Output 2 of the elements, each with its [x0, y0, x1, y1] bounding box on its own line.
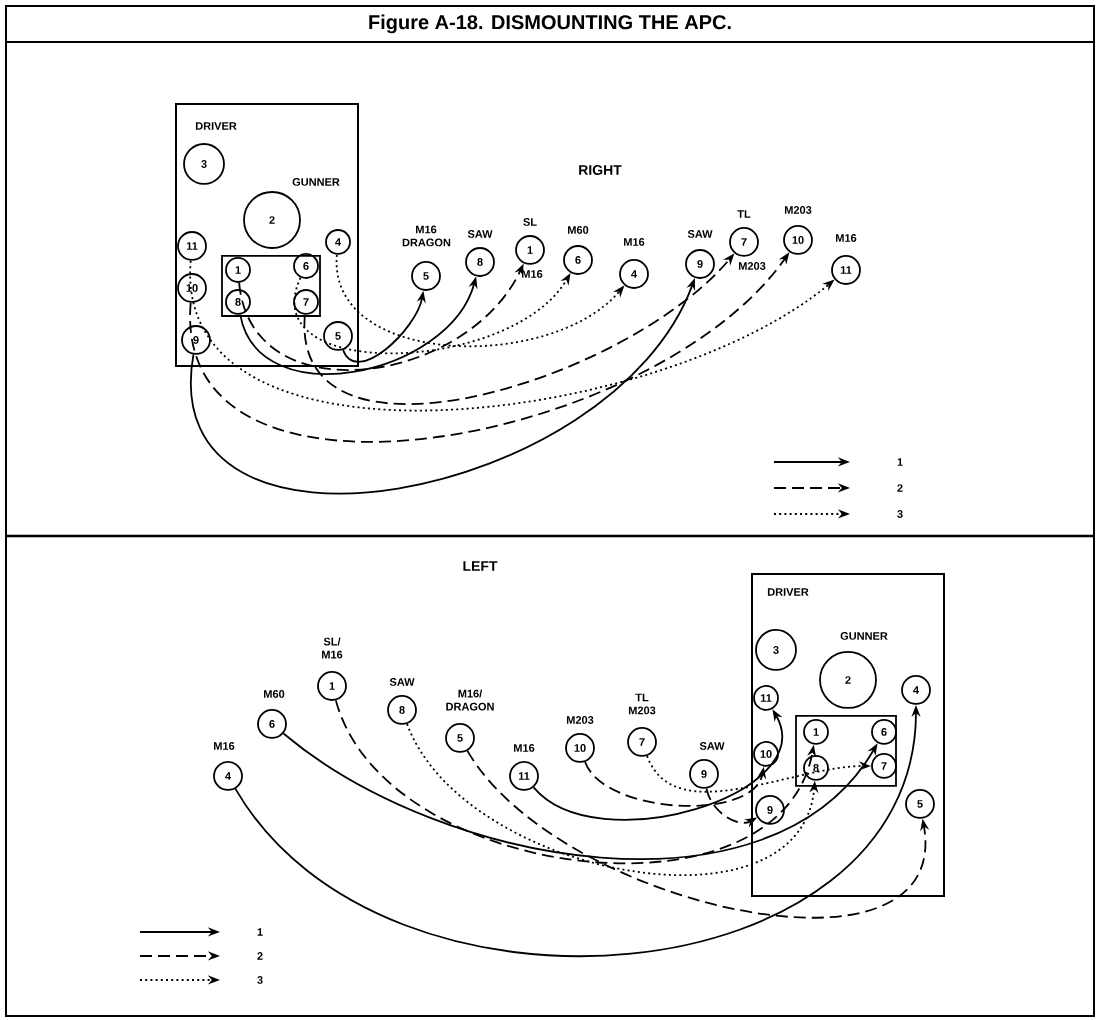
- title: Figure A-18. DISMOUNTING THE APC.: [369, 14, 731, 34]
- arrow: [282, 732, 878, 860]
